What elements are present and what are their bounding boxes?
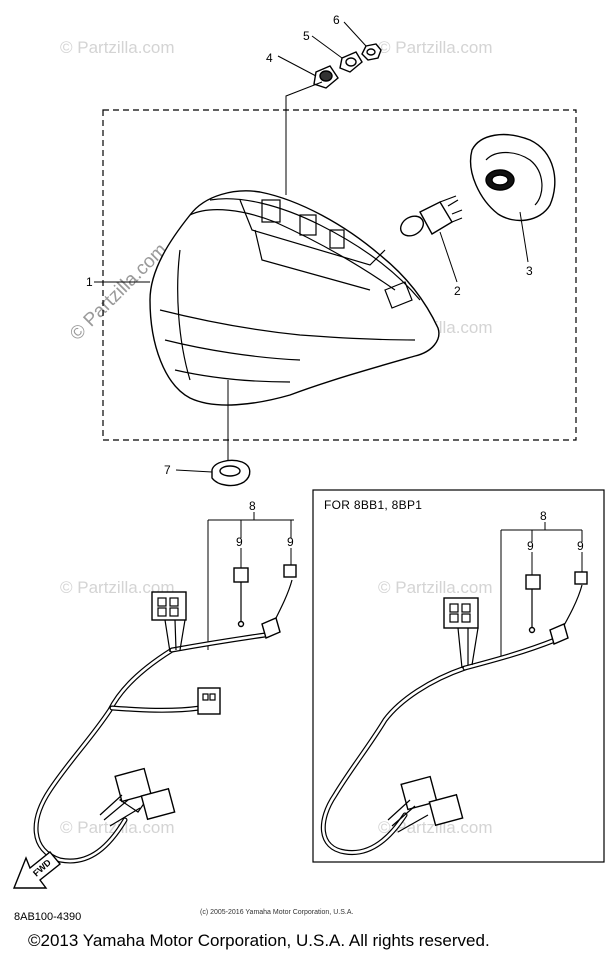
leader-4 xyxy=(277,55,323,195)
callout-5: 5 xyxy=(303,29,310,43)
callout-9-left-a: 9 xyxy=(236,535,243,549)
leader-2 xyxy=(439,231,458,283)
watermark: © Partzilla.com xyxy=(378,38,493,57)
leader-7 xyxy=(175,469,213,473)
part-5-grommet xyxy=(339,51,363,73)
leader-5 xyxy=(311,35,343,59)
part-3-bulb-cover xyxy=(470,133,556,222)
variant-box xyxy=(312,489,605,863)
part-6-nut xyxy=(361,43,382,61)
part-7-grommet xyxy=(211,459,251,487)
wire-harness-right xyxy=(320,571,588,856)
callout-9-right-a: 9 xyxy=(527,539,534,553)
bracket-8-left xyxy=(207,512,294,650)
main-copyright: ©2013 Yamaha Motor Corporation, U.S.A. A… xyxy=(28,931,490,950)
leader-3 xyxy=(519,211,529,263)
watermark: © Partzilla.com xyxy=(378,578,493,597)
callout-7: 7 xyxy=(164,463,171,477)
callout-4: 4 xyxy=(266,51,273,65)
watermark: © Partzilla.com xyxy=(60,578,175,597)
callout-8-right: 8 xyxy=(540,509,547,523)
watermark: © Partzilla.com xyxy=(378,818,493,837)
part-2-bulb xyxy=(399,195,463,237)
fwd-arrow-icon xyxy=(12,851,61,889)
callout-1: 1 xyxy=(86,275,93,289)
wire-harness-left xyxy=(33,564,297,864)
part-4-collar xyxy=(313,65,339,89)
bracket-8-right xyxy=(500,522,583,660)
callout-9-left-b: 9 xyxy=(287,535,294,549)
watermark: © Partzilla.com xyxy=(60,38,175,57)
callout-6: 6 xyxy=(333,13,340,27)
variant-label: FOR 8BB1, 8BP1 xyxy=(324,498,423,512)
diagram-code: 8AB100-4390 xyxy=(14,911,82,923)
headlight-assembly xyxy=(149,190,440,406)
small-copyright: (c) 2005-2016 Yamaha Motor Corporation, … xyxy=(200,909,354,916)
assembly-dashed-box xyxy=(102,109,577,441)
callout-9-right-b: 9 xyxy=(577,539,584,553)
callout-8-left: 8 xyxy=(249,499,256,513)
leader-6 xyxy=(343,21,367,47)
callout-2: 2 xyxy=(454,284,461,298)
callout-3: 3 xyxy=(526,264,533,278)
